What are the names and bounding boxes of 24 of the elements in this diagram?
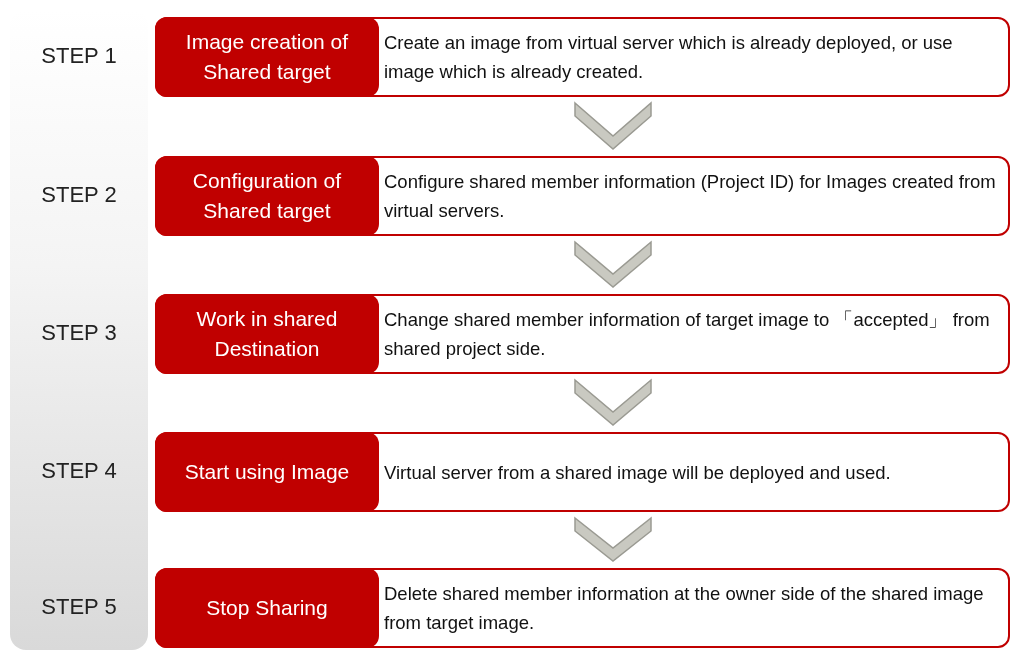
- step-box: [155, 568, 1010, 648]
- step-box: [155, 294, 1010, 374]
- step-title-box: Configuration of Shared target: [155, 156, 379, 236]
- step-box: [155, 432, 1010, 512]
- step-title-box: Work in shared Destination: [155, 294, 379, 374]
- step-box: [155, 17, 1010, 97]
- step-title-box: Image creation of Shared target: [155, 17, 379, 97]
- chevron-arrow: [574, 516, 652, 562]
- step-box: [155, 156, 1010, 236]
- step-label: STEP 4: [40, 458, 118, 484]
- chevron-arrow: [574, 240, 652, 288]
- step-label: STEP 5: [40, 594, 118, 620]
- step-description: Virtual server from a shared image will be deployed and used.: [384, 460, 891, 485]
- step-label: STEP 2: [40, 182, 118, 208]
- step-description: Create an image from virtual server which is already deployed, or use image which is already created.: [384, 31, 954, 84]
- step-title-box: Start using Image: [155, 432, 379, 512]
- step-label: STEP 3: [40, 320, 118, 346]
- step-label: STEP 1: [40, 43, 118, 69]
- chevron-arrow: [574, 101, 652, 150]
- step-description: Delete shared member information at the owner side of the shared image from target image.: [384, 582, 985, 635]
- step-description: Configure shared member information (Project ID) for Images created from virtual servers.: [384, 170, 997, 223]
- chevron-arrow: [574, 378, 652, 426]
- step-title-box: Stop Sharing: [155, 568, 379, 648]
- step-description: Change shared member information of target image to 「accepted」 from shared project side.: [384, 308, 991, 361]
